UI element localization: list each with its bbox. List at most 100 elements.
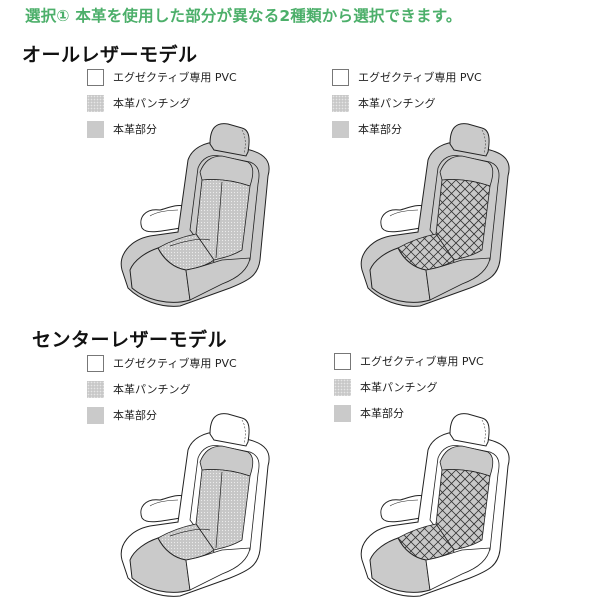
seat-illustration-all-leather-punching [120,123,270,307]
quilt-line [418,469,490,560]
legend-item-leather: 本革部分 [334,400,484,426]
quilt-line [427,179,490,270]
legend-label: 本革パンチング [358,97,436,110]
quilt-line [398,179,449,270]
legend-item-leather: 本革部分 [87,402,237,428]
punching-swatch [332,94,349,112]
quilt-line [409,179,490,270]
legend-label: 本革パンチング [113,383,191,396]
legend-center-leather-quilt: エグゼクティブ専用 PVC 本革パンチング 本革部分 [334,348,484,426]
legend-label: エグゼクティブ専用 PVC [113,357,237,370]
cushion-side-bolster [425,257,491,301]
legend-label: 本革部分 [358,123,402,136]
pvc-swatch [332,68,349,86]
legend-label: エグゼクティブ専用 PVC [360,355,484,368]
punching-swatch [87,94,104,112]
backrest-center-panel [435,179,491,261]
quilt-line [427,469,490,560]
leather-swatch [87,406,104,424]
legend-all-leather-quilt: エグゼクティブ専用 PVC 本革パンチング 本革部分 [332,64,482,142]
armrest [140,205,185,233]
leather-swatch [87,120,104,138]
legend-label: 本革パンチング [360,381,438,394]
headline: 選択① 本革を使用した部分が異なる2種類から選択できます。 [25,7,462,25]
quilt-line [527,170,530,280]
quilt-line [398,469,490,560]
legend-item-leather: 本革部分 [332,116,482,142]
legend-label: エグゼクティブ専用 PVC [113,71,237,84]
seat-illustration-center-leather-quilt [350,413,530,597]
legend-item-pvc: エグゼクティブ専用 PVC [332,64,482,90]
legend-label: 本革部分 [113,409,157,422]
cushion-seam [169,238,211,247]
quilt-line [463,469,490,560]
center-seam [215,181,223,259]
legend-center-leather-punching: エグゼクティブ専用 PVC 本革パンチング 本革部分 [87,350,237,428]
quilt-line [350,170,358,280]
pvc-swatch [87,354,104,372]
quilt-line [463,179,490,270]
legend-label: エグゼクティブ専用 PVC [358,71,482,84]
quilt-line [436,469,490,560]
section-title-all-leather: オールレザーモデル [22,44,198,66]
quilt-line [518,460,530,570]
leather-swatch [332,120,349,138]
quilt-line [350,460,358,570]
legend-label: 本革パンチング [113,97,191,110]
headrest [449,123,490,157]
pvc-swatch [334,352,351,370]
cushion-front-panel [369,247,431,303]
quilt-line [409,469,490,560]
quilt-line [398,179,431,270]
quilt-line [398,179,490,270]
armrest [380,495,425,523]
cushion-side-bolster [185,257,251,301]
armrest [380,205,425,233]
quilt-line [445,469,490,560]
quilt-line [418,179,490,270]
legend-item-punching: 本革パンチング [332,90,482,116]
quilt-line [398,469,431,560]
legend-label: 本革部分 [113,123,157,136]
quilt-line [454,469,490,560]
legend-item-punching: 本革パンチング [87,90,237,116]
legend-label: 本革部分 [360,407,404,420]
quilt-line [527,170,530,280]
quilt-line [350,460,358,570]
armrest [140,495,185,523]
quilt-line [509,170,530,280]
quilt-line [400,469,490,560]
legend-item-pvc: エグゼクティブ専用 PVC [334,348,484,374]
quilt-line [400,179,490,270]
punching-swatch [87,380,104,398]
legend-item-punching: 本革パンチング [87,376,237,402]
quilt-line [398,469,449,560]
legend-item-pvc: エグゼクティブ専用 PVC [87,64,237,90]
quilt-line [509,170,530,280]
legend-item-pvc: エグゼクティブ専用 PVC [87,350,237,376]
quilt-line [527,460,530,570]
cushion-side-bolster [185,547,251,591]
cushion-seam [169,528,211,537]
backrest-center-panel [435,469,491,551]
quilt-line [509,460,530,570]
quilt-line [445,179,490,270]
leather-swatch [334,404,351,422]
quilt-line [436,179,490,270]
center-seam [215,471,223,549]
headrest [449,413,490,447]
cushion-side-bolster [425,547,491,591]
headrest [209,123,250,157]
punching-swatch [334,378,351,396]
quilt-line [398,469,440,560]
quilt-line [398,179,440,270]
quilt-line [518,170,530,280]
headrest [209,413,250,447]
quilt-line [518,170,530,280]
legend-item-leather: 本革部分 [87,116,237,142]
quilt-line [509,460,530,570]
legend-item-punching: 本革パンチング [334,374,484,400]
pvc-swatch [87,68,104,86]
quilt-line [350,170,358,280]
cushion-front-panel [369,537,431,593]
